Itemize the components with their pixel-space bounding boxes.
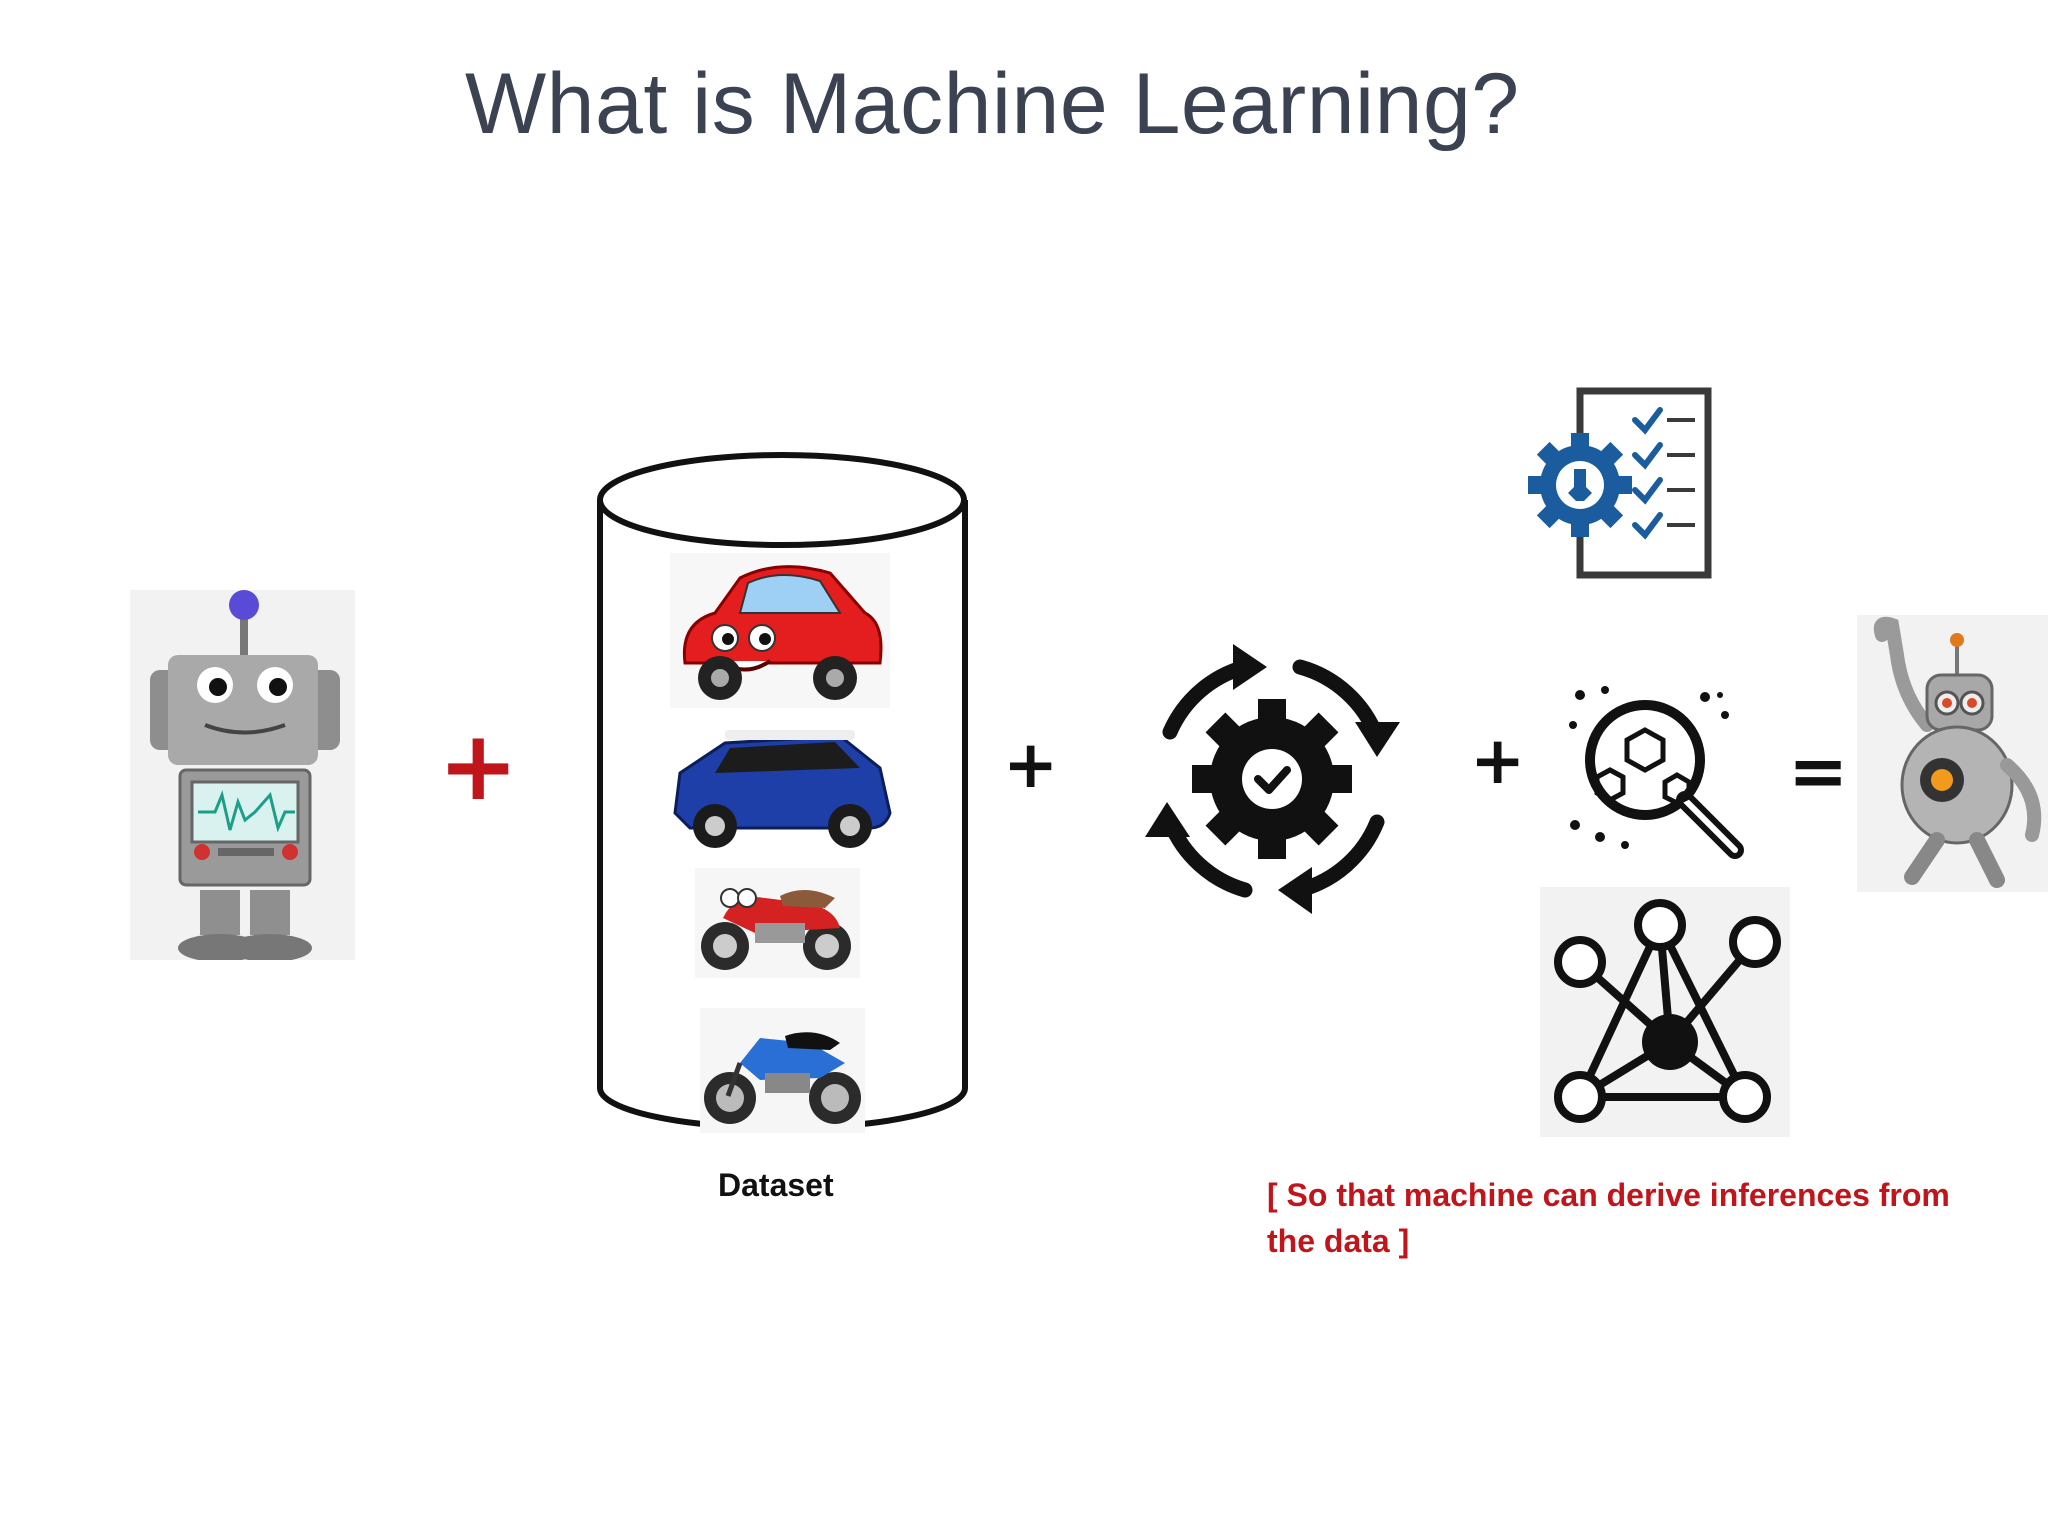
blue-suv-icon xyxy=(670,718,895,858)
plus-operator: + xyxy=(1003,726,1059,803)
magnifier-analysis-icon xyxy=(1565,685,1745,860)
red-car-icon xyxy=(670,553,890,708)
dataset-label: Dataset xyxy=(718,1167,834,1203)
equals-operator: = xyxy=(1788,729,1849,813)
red-motorcycle-icon xyxy=(695,868,860,978)
waving-robot-icon xyxy=(1857,615,2048,892)
gear-cycle-icon xyxy=(1115,622,1430,937)
plus-operator-red: + xyxy=(438,710,519,822)
blue-motorcycle-icon xyxy=(700,1008,865,1133)
checklist-gear-icon xyxy=(1525,385,1715,585)
page-title: What is Machine Learning? xyxy=(465,56,1520,152)
robot-icon xyxy=(130,590,355,962)
network-graph-icon xyxy=(1540,887,1790,1137)
inference-note: [ So that machine can derive inferences … xyxy=(1267,1177,1950,1260)
plus-operator: + xyxy=(1470,722,1526,799)
